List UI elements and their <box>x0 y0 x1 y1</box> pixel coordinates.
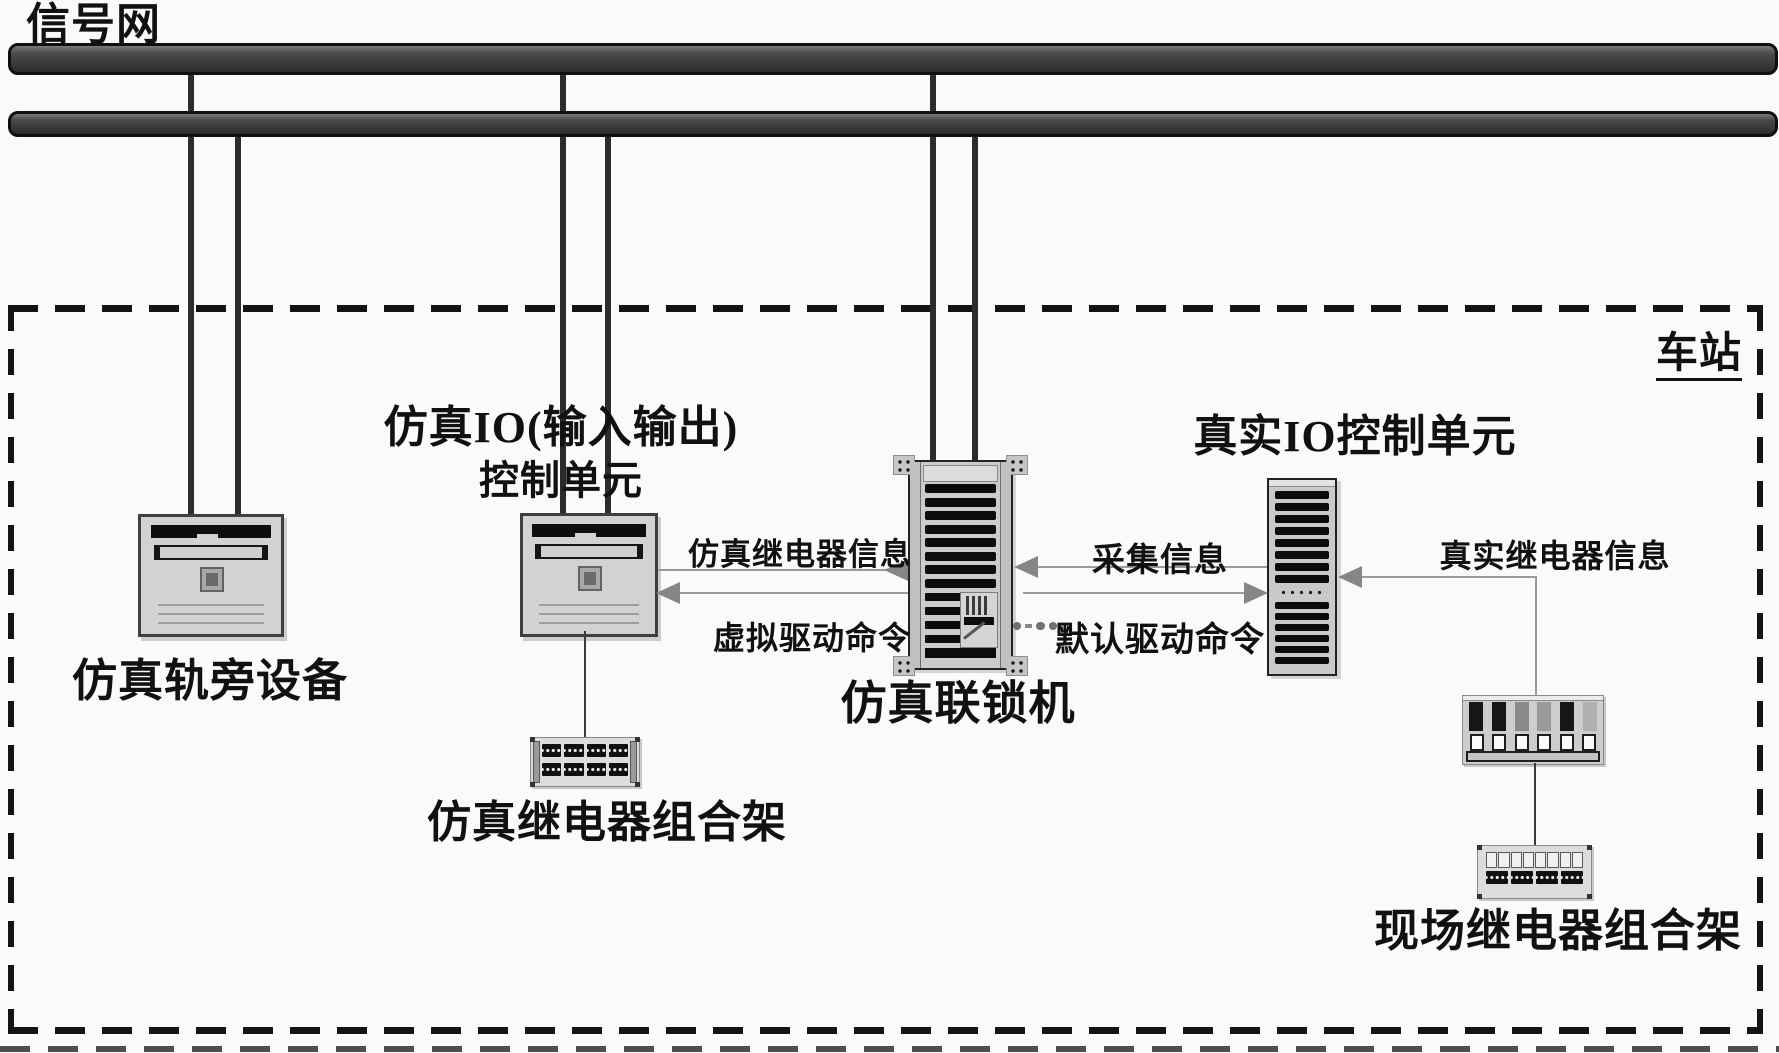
handle-bar-icon <box>153 545 269 560</box>
rack-lower-slots <box>925 593 963 649</box>
signal-network-bus-1 <box>8 43 1778 75</box>
connector-line <box>1534 763 1536 845</box>
station-border-left <box>8 305 14 1034</box>
bus-drop-line <box>972 134 978 462</box>
sim-relay-rack-label: 仿真继电器组合架 <box>427 798 787 847</box>
bus-drop-line <box>605 134 611 513</box>
sim-io-unit-label: 仿真IO(输入输出) 控制单元 <box>361 403 761 504</box>
relay-plug-base <box>1466 751 1600 762</box>
real-io-unit-icon tall-rack-icon <box>1267 478 1337 676</box>
rack-lower-slots <box>1269 602 1335 664</box>
arrowhead-left-icon <box>884 559 908 581</box>
flow-line-virtual-drive-cmd <box>680 592 908 594</box>
drive-bay-icon <box>150 525 272 538</box>
bus-drop-line <box>235 134 241 514</box>
relay-module-row <box>542 763 628 776</box>
vent-lines-icon <box>538 597 640 624</box>
real-io-unit-label: 真实IO控制单元 <box>1193 412 1517 461</box>
trackside-device-label: 仿真轨旁设备 <box>71 656 348 706</box>
flow-line-default-drive-cmd <box>1023 592 1244 594</box>
rack-slots <box>925 484 996 592</box>
station-label: 车站 <box>1644 330 1754 381</box>
flow-line-collect-info <box>1038 566 1267 568</box>
field-relay-rack-label: 现场继电器组合架 <box>1373 906 1742 956</box>
rack-bottom-slot <box>925 648 996 658</box>
bus-drop-line <box>930 72 936 462</box>
interlocking-label: 仿真联锁机 <box>840 678 1076 729</box>
bus-drop-line <box>188 72 194 514</box>
arrowhead-left-icon <box>656 582 680 604</box>
signal-network-label: 信号网 <box>26 0 161 49</box>
field-relay-rack-icon terminal-rack-icon <box>1477 845 1592 899</box>
rack-header <box>923 465 998 482</box>
station-border-bottom <box>8 1027 1763 1034</box>
bus-drop-line <box>560 72 566 513</box>
signal-network-bus-2 <box>8 111 1778 137</box>
station-border-right <box>1757 305 1763 1034</box>
rack-cap <box>1269 480 1335 487</box>
trackside-device-icon computer-tower-icon <box>138 514 284 637</box>
rack-led-dots <box>1277 587 1327 598</box>
sim-io-unit-icon computer-tower-icon <box>520 513 658 637</box>
handle-bar-icon <box>534 544 644 559</box>
logo-badge-icon <box>200 567 224 592</box>
mount-bracket-icon <box>893 656 915 676</box>
default-drive-cmd-label: 默认驱动命令 <box>1055 622 1265 659</box>
arrowhead-right-icon <box>1244 582 1268 604</box>
arrowhead-left-icon <box>1014 556 1038 578</box>
flow-line-real-relay-info <box>1362 576 1537 578</box>
logo-badge-icon <box>578 566 602 591</box>
rack-upper-slots <box>1269 491 1335 583</box>
relay-plug-bodies <box>1469 702 1597 731</box>
interlocking-machine-icon server-rack-icon <box>893 455 1057 676</box>
connector-line <box>584 631 586 737</box>
rack-rail <box>910 462 921 668</box>
terminal-cells <box>1486 852 1583 868</box>
field-relay-plugs-icon relay-plug-row-icon <box>1462 695 1604 765</box>
flow-line-real-relay-info-vertical <box>1535 576 1537 695</box>
station-border-top <box>8 305 1763 312</box>
arrowhead-left-icon <box>1338 566 1362 588</box>
relay-module-row <box>1486 871 1583 884</box>
sim-io-label-line2: 控制单元 <box>479 457 643 503</box>
sim-relay-rack-icon relay-module-rack-icon <box>530 737 640 787</box>
mount-bracket-icon <box>1006 455 1028 475</box>
sim-io-label-line1: 仿真IO(输入输出) <box>383 403 739 452</box>
rack-rail <box>1000 462 1011 668</box>
real-relay-info-label: 真实继电器信息 <box>1439 538 1671 574</box>
drive-bay-icon <box>532 524 646 537</box>
connector-screws-icon <box>1013 620 1057 632</box>
rack-io-card <box>960 592 998 648</box>
relay-module-row <box>542 744 628 757</box>
flow-line-sim-relay-info <box>658 569 886 571</box>
collect-info-label: 采集信息 <box>1092 543 1228 579</box>
relay-plug-sockets <box>1470 734 1596 751</box>
sim-relay-info-label: 仿真继电器信息 <box>688 537 912 572</box>
page-bottom-dashed-line <box>0 1046 1779 1052</box>
vent-lines-icon <box>157 597 265 624</box>
virtual-drive-cmd-label: 虚拟驱动命令 <box>712 620 911 656</box>
